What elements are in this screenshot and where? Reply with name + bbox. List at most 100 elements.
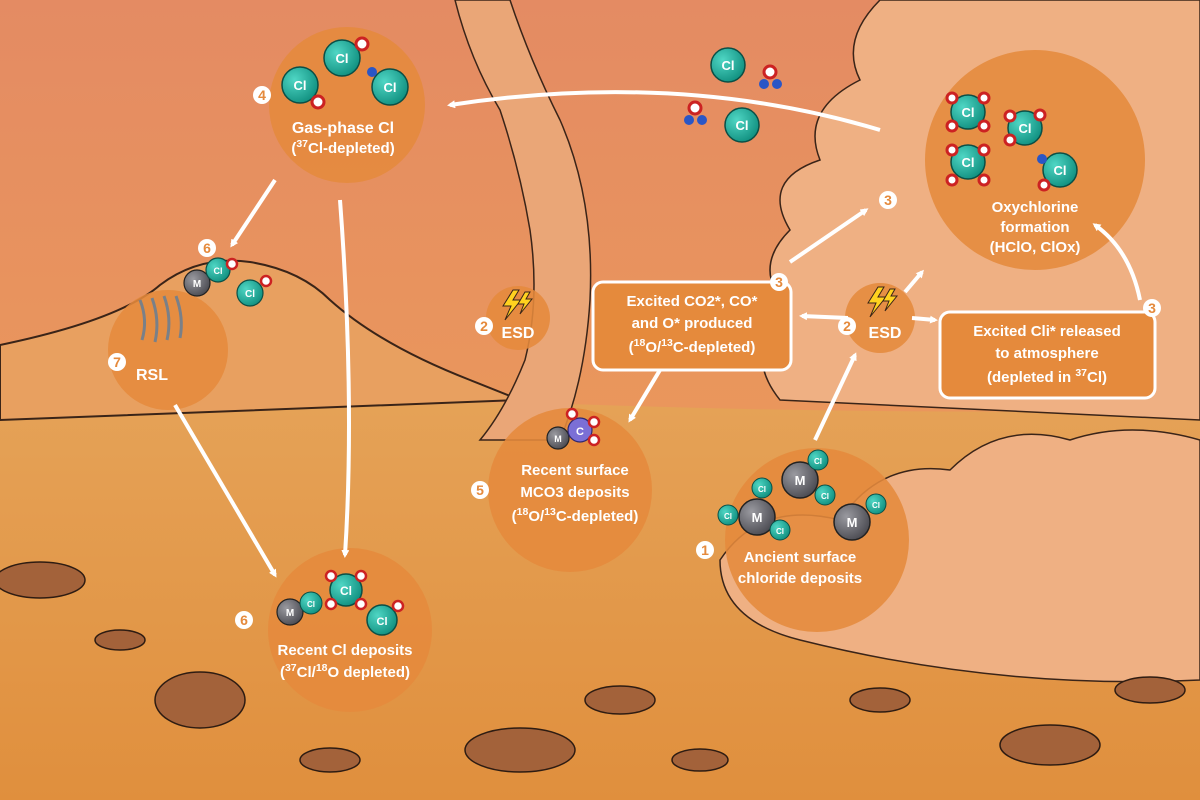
svg-text:and O* produced: and O* produced bbox=[632, 315, 753, 332]
svg-text:6: 6 bbox=[240, 612, 248, 628]
svg-text:Recent surface: Recent surface bbox=[521, 462, 629, 479]
svg-text:2: 2 bbox=[480, 318, 488, 334]
svg-text:3: 3 bbox=[1148, 300, 1156, 316]
arrow-esd-to-excited bbox=[799, 312, 849, 321]
esd-label-right: ESD bbox=[869, 325, 902, 342]
svg-text:C: C bbox=[576, 426, 584, 438]
mco3-molecule-icon: MC bbox=[546, 407, 601, 450]
svg-text:1: 1 bbox=[701, 542, 709, 558]
svg-text:Cl: Cl bbox=[336, 51, 349, 66]
svg-text:Excited Cli* released: Excited Cli* released bbox=[973, 323, 1121, 340]
lightning-icon bbox=[867, 286, 899, 318]
esd-label-left: ESD bbox=[502, 325, 535, 342]
step-badge-2-left: 2 bbox=[475, 317, 493, 335]
svg-text:(depleted in 37Cl): (depleted in 37Cl) bbox=[987, 367, 1107, 386]
svg-text:Cl: Cl bbox=[377, 616, 388, 628]
node-rsl: RSL bbox=[136, 367, 168, 384]
svg-text:Cl: Cl bbox=[814, 457, 822, 466]
svg-text:Cl: Cl bbox=[722, 58, 735, 73]
m-atom-icon: M bbox=[276, 598, 304, 626]
svg-text:Cl: Cl bbox=[384, 80, 397, 95]
clo3-molecule-icon: Cl bbox=[1003, 108, 1047, 147]
svg-text:Cl: Cl bbox=[307, 600, 315, 609]
arrow-rsl-to-deposits bbox=[173, 403, 277, 578]
water-molecule-icon bbox=[759, 64, 782, 89]
svg-text:Gas-phase Cl: Gas-phase Cl bbox=[292, 120, 394, 137]
node-esd-1-disc bbox=[486, 286, 550, 350]
o-atom-icon bbox=[310, 94, 326, 110]
svg-text:7: 7 bbox=[113, 354, 121, 370]
svg-text:Cl: Cl bbox=[340, 584, 352, 598]
cl-atom-icon: Cl bbox=[281, 66, 319, 104]
node-gas-phase-cl-disc bbox=[269, 27, 425, 183]
cl-atom-icon: Cl bbox=[371, 68, 409, 106]
hclo-molecule-icon: Cl bbox=[1037, 152, 1078, 192]
cl-atom-icon: Cl bbox=[751, 477, 773, 499]
clx-atom-icon: Cl bbox=[299, 591, 323, 615]
svg-text:Cl: Cl bbox=[214, 266, 223, 276]
svg-text:3: 3 bbox=[775, 274, 783, 290]
svg-text:M: M bbox=[286, 608, 294, 619]
step-badge-7: 7 bbox=[108, 353, 126, 371]
svg-text:MCO3 deposits: MCO3 deposits bbox=[520, 484, 629, 501]
molecules: Cl Cl Cl Cl Cl Cl Cl Cl Cl M Cl Cl MC M … bbox=[183, 36, 1078, 636]
node-ancient-deposits-disc bbox=[725, 448, 909, 632]
arrow-esd-to-cl-release bbox=[911, 315, 938, 324]
arrow-ancient-to-esd bbox=[813, 352, 857, 441]
gas-phase-line2: (37Cl-depleted) bbox=[291, 138, 394, 157]
node-mco3-deposits: Recent surface MCO3 deposits (18O/13C-de… bbox=[512, 462, 639, 525]
svg-text:(18O/13C-depleted): (18O/13C-depleted) bbox=[629, 337, 756, 356]
cl-atom-icon: Cl bbox=[814, 484, 836, 506]
svg-text:chloride deposits: chloride deposits bbox=[738, 570, 862, 587]
arrow-cl-release-to-oxy bbox=[1092, 223, 1142, 301]
box-excited-co2 bbox=[591, 280, 793, 372]
svg-text:M: M bbox=[752, 510, 763, 525]
svg-text:2: 2 bbox=[843, 318, 851, 334]
step-badge-3-mid: 3 bbox=[770, 273, 788, 291]
arrow-gas-to-rsl bbox=[230, 178, 277, 248]
cl-atom-icon: Cl bbox=[323, 39, 361, 77]
water-molecule-icon bbox=[684, 100, 707, 125]
cl-atom-icon: Cl bbox=[366, 599, 405, 636]
h-atom-icon bbox=[367, 67, 377, 77]
step-badges: 4 6 7 2 2 3 3 3 5 1 6 bbox=[108, 86, 1161, 629]
step-badge-6-deposits: 6 bbox=[235, 611, 253, 629]
ox-atom-icon bbox=[259, 274, 273, 288]
cl-atom-icon: Cl bbox=[724, 107, 760, 143]
svg-text:Excited CO2*, CO*: Excited CO2*, CO* bbox=[627, 293, 758, 310]
svg-text:Cl: Cl bbox=[821, 492, 829, 501]
arrow-excited-to-oxy bbox=[788, 208, 869, 264]
m-atom-icon: M bbox=[183, 269, 211, 297]
svg-text:Cl: Cl bbox=[962, 105, 975, 120]
cl-atom-icon: Cl bbox=[865, 493, 887, 515]
node-oxychlorine-formation: Oxychlorine formation (HClO, ClOx) bbox=[990, 199, 1081, 256]
svg-text:to atmosphere: to atmosphere bbox=[995, 345, 1098, 362]
svg-text:formation: formation bbox=[1000, 219, 1069, 236]
step-badge-2-right: 2 bbox=[838, 317, 856, 335]
cl-atom-icon: Cl bbox=[205, 257, 231, 283]
svg-text:Ancient surface: Ancient surface bbox=[744, 549, 857, 566]
svg-text:Cl: Cl bbox=[245, 289, 255, 300]
node-gas-phase-cl: Gas-phase Cl (37Cl-depleted) bbox=[291, 120, 394, 157]
box-excited-cl-label: Excited Cli* released to atmosphere (dep… bbox=[973, 323, 1121, 386]
svg-text:5: 5 bbox=[476, 482, 484, 498]
svg-text:(37Cl/18O depleted): (37Cl/18O depleted) bbox=[280, 662, 410, 681]
svg-text:Recent Cl deposits: Recent Cl deposits bbox=[277, 642, 412, 659]
svg-text:6: 6 bbox=[203, 240, 211, 256]
step-badge-4: 4 bbox=[253, 86, 271, 104]
svg-text:3: 3 bbox=[884, 192, 892, 208]
svg-text:Cl: Cl bbox=[776, 527, 784, 536]
svg-text:4: 4 bbox=[258, 87, 266, 103]
svg-text:Cl: Cl bbox=[1019, 121, 1032, 136]
node-esd-2-disc bbox=[845, 283, 915, 353]
m-atom-icon: M bbox=[738, 498, 776, 536]
clo4-molecule-icon: Cl bbox=[945, 143, 991, 187]
svg-text:Cl: Cl bbox=[962, 155, 975, 170]
step-badge-6-rsl: 6 bbox=[198, 239, 216, 257]
svg-text:M: M bbox=[795, 473, 806, 488]
ox-atom-icon bbox=[354, 36, 370, 52]
clo4-molecule-icon: Cl bbox=[945, 91, 991, 133]
arrow-oxychlorine-to-gas bbox=[447, 90, 881, 132]
